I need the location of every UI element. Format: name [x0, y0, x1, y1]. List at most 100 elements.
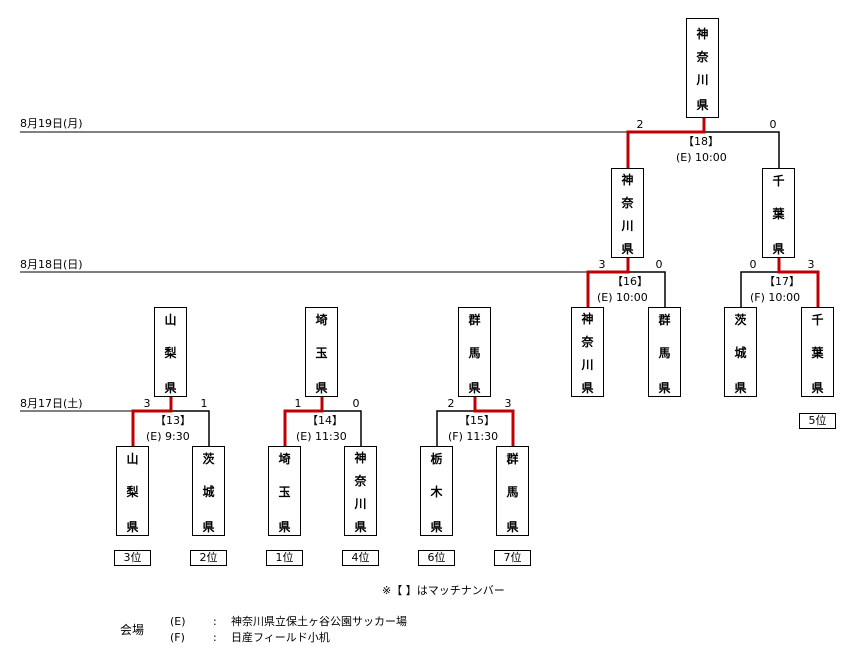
m17-match-number: 【17】 [764, 275, 800, 288]
team-char: 馬 [468, 346, 481, 360]
team-char: 群 [506, 452, 519, 466]
team-char: 県 [696, 98, 709, 112]
team-box-b-tochigi: 栃 木 県 [420, 446, 453, 536]
team-char: 奈 [354, 474, 367, 488]
team-char: 梨 [126, 485, 139, 499]
m17-match-info: (F) 10:00 [750, 291, 801, 304]
m17-score-right: 3 [807, 258, 815, 271]
team-char: 川 [581, 358, 594, 372]
team-box-r1-gunma: 群 馬 県 [458, 307, 491, 397]
team-char: 県 [581, 381, 594, 395]
team-char: 茨 [202, 452, 215, 466]
m13-match-number: 【13】 [155, 414, 191, 427]
team-char: 埼 [278, 452, 291, 466]
team-char: 川 [621, 219, 634, 233]
m14-score-right: 0 [352, 397, 360, 410]
team-char: 山 [126, 452, 139, 466]
m13-win-line [131, 396, 173, 446]
m15-left-line [436, 410, 475, 446]
team-char: 県 [811, 381, 824, 395]
venue-e-code: (E) [170, 615, 186, 628]
venue-e-name: 神奈川県立保土ヶ谷公園サッカー場 [231, 615, 407, 628]
m16-score-left: 3 [598, 258, 606, 271]
team-char: 神 [581, 312, 594, 326]
team-box-qf-ibaraki: 茨 城 県 [724, 307, 757, 397]
rank-badge-gunma: 7位 [494, 550, 531, 566]
team-char: 神 [621, 173, 634, 187]
m16-score-right: 0 [655, 258, 663, 271]
m15-match-info: (F) 11:30 [448, 430, 499, 443]
rank-badge-chiba: 5位 [799, 413, 836, 429]
team-char: 葉 [811, 346, 824, 360]
team-char: 川 [696, 73, 709, 87]
m16-win-line [586, 258, 630, 307]
team-char: 木 [430, 485, 443, 499]
team-box-sf-chiba: 千 葉 県 [762, 168, 795, 258]
m15-score-right: 3 [504, 397, 512, 410]
team-box-b-ibaraki: 茨 城 県 [192, 446, 225, 536]
team-char: 奈 [621, 196, 634, 210]
m18-right-line [704, 131, 780, 168]
rank-badge-saitama: 1位 [266, 550, 303, 566]
team-box-qf-gunma: 群 馬 県 [648, 307, 681, 397]
rank-badge-tochigi: 6位 [418, 550, 455, 566]
team-char: 群 [468, 313, 481, 327]
team-char: 城 [202, 485, 215, 499]
team-char: 玉 [315, 346, 328, 360]
team-char: 玉 [278, 485, 291, 499]
team-char: 県 [278, 520, 291, 534]
date-label-19: 8月19日(月) [20, 117, 83, 130]
m18-score-right: 0 [769, 118, 777, 131]
date-label-18: 8月18日(日) [20, 258, 83, 271]
m15-match-number: 【15】 [459, 414, 495, 427]
m15-win-line [473, 396, 515, 446]
m17-score-left: 0 [749, 258, 757, 271]
m13-score-right: 1 [200, 397, 208, 410]
m13-match-info: (E) 9:30 [146, 430, 190, 443]
team-box-b-yamanashi: 山 梨 県 [116, 446, 149, 536]
team-box-b-kanagawa: 神 奈 川 県 [344, 446, 377, 536]
m18-score-left: 2 [636, 118, 644, 131]
team-box-r1-saitama: 埼 玉 県 [305, 307, 338, 397]
venue-f-separator: : [213, 631, 217, 644]
m16-right-line [628, 271, 666, 307]
m14-match-info: (E) 11:30 [296, 430, 347, 443]
team-char: 県 [506, 520, 519, 534]
m14-match-number: 【14】 [307, 414, 343, 427]
team-char: 県 [202, 520, 215, 534]
m18-win-line [626, 117, 706, 168]
venue-e-separator: : [213, 615, 217, 628]
team-char: 千 [811, 313, 824, 327]
team-box-qf-kanagawa: 神 奈 川 県 [571, 307, 604, 397]
team-char: 群 [658, 313, 671, 327]
team-char: 川 [354, 497, 367, 511]
m18-match-info: (E) 10:00 [676, 151, 727, 164]
rank-badge-kanagawa: 4位 [342, 550, 379, 566]
m13-right-line [171, 410, 210, 446]
venue-f-name: 日産フィールド小机 [231, 631, 330, 644]
team-char: 県 [126, 520, 139, 534]
team-char: 栃 [430, 452, 443, 466]
team-char: 奈 [696, 50, 709, 64]
team-char: 奈 [581, 335, 594, 349]
team-box-b-saitama: 埼 玉 県 [268, 446, 301, 536]
team-char: 梨 [164, 346, 177, 360]
team-char: 県 [621, 242, 634, 256]
team-box-sf-kanagawa: 神 奈 川 県 [611, 168, 644, 258]
rank-badge-yamanashi: 3位 [114, 550, 151, 566]
team-char: 県 [734, 381, 747, 395]
m16-match-info: (E) 10:00 [597, 291, 648, 304]
team-char: 千 [772, 174, 785, 188]
team-box-b-gunma: 群 馬 県 [496, 446, 529, 536]
team-char: 馬 [658, 346, 671, 360]
m17-left-line [740, 271, 779, 307]
m14-right-line [322, 410, 362, 446]
venue-f-code: (F) [170, 631, 185, 644]
rank-badge-ibaraki: 2位 [190, 550, 227, 566]
team-box-r1-yamanashi: 山 梨 県 [154, 307, 187, 397]
m16-match-number: 【16】 [612, 275, 648, 288]
date-label-17: 8月17日(土) [20, 397, 83, 410]
m14-score-left: 1 [294, 397, 302, 410]
team-char: 県 [658, 381, 671, 395]
